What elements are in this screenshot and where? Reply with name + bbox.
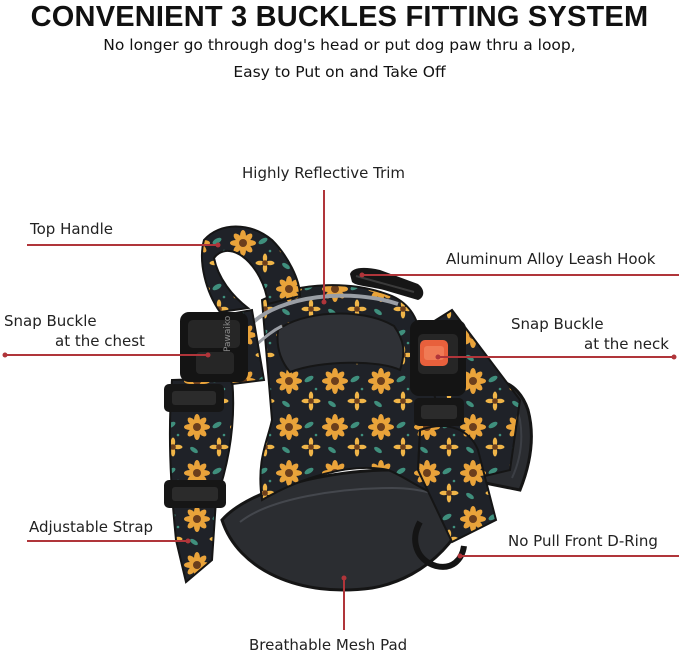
subtitle-line-1: No longer go through dog's head or put d… [103,36,576,54]
page-title: CONVENIENT 3 BUCKLES FITTING SYSTEM [30,1,649,33]
chest-snap-buckle: Pawaiko [180,312,248,382]
top-handle [200,225,302,314]
callout-leash-hook: Aluminum Alloy Leash Hook [446,250,656,268]
callout-front-d-ring: No Pull Front D-Ring [508,532,658,550]
callout-adjustable-strap: Adjustable Strap [29,518,154,536]
brand-imprint: Pawaiko [223,315,233,352]
callout-neck-buckle-line2: at the neck [584,335,669,353]
callout-reflective-trim: Highly Reflective Trim [242,164,406,182]
callout-top-handle: Top Handle [30,220,113,238]
callout-chest-buckle-line2: at the chest [55,332,145,350]
subtitle-line-2: Easy to Put on and Take Off [233,63,446,81]
callout-neck-buckle-line1: Snap Buckle [511,315,604,333]
adjustable-strap-slider [164,480,226,508]
callout-lines [2,190,679,630]
reflective-trim [248,293,399,327]
callout-mesh-pad: Breathable Mesh Pad [249,636,408,654]
callout-chest-buckle-line1: Snap Buckle [4,312,97,330]
